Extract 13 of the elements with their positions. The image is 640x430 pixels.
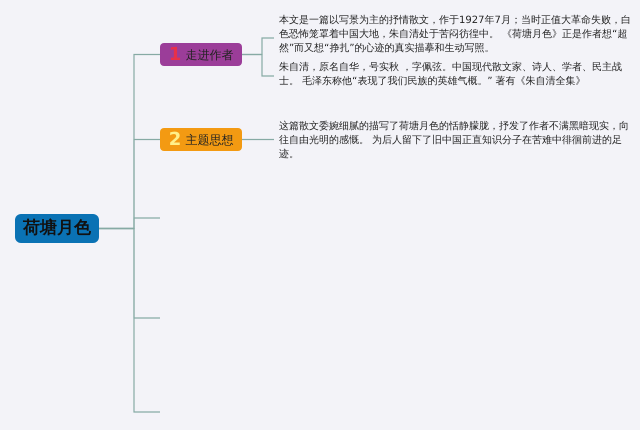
connector-line	[99, 228, 160, 413]
topic-number: 1	[168, 46, 182, 64]
note-text: 朱自清，原名自华，号实秋 ，字佩弦。中国现代散文家、诗人、学者、民主战士。 毛泽东称他“表现了我们民族的英雄气概。” 著有《朱自清全集》	[279, 61, 637, 91]
note-text: 本文是一篇以写景为主的抒情散文，作于1927年7月；当时正值大革命失败，白色恐怖笼罩着中国大地，朱自清处于苦闷彷徨中。 《荷塘月色》正是作者想“超然”而又想“挣扎”的心迹的真实描摹和生动写照。	[279, 14, 637, 58]
connector-line	[242, 54, 274, 77]
topic-box	[160, 128, 242, 151]
root-topic-box: 荷塘月色	[15, 214, 99, 243]
note-text: 这篇散文委婉细腻的描写了荷塘月色的恬静朦胧，抒发了作者不满黑暗现实，向往自由光明的感慨。 为后人留下了旧中国正直知识分子在苦难中徘徊前进的足迹。	[279, 120, 637, 164]
topic-number: 2	[168, 130, 182, 148]
topic-label: 走进作者	[185, 48, 234, 60]
topic-label: 主题思想	[185, 134, 234, 146]
connector-line	[242, 138, 274, 140]
topic-box	[160, 43, 242, 66]
